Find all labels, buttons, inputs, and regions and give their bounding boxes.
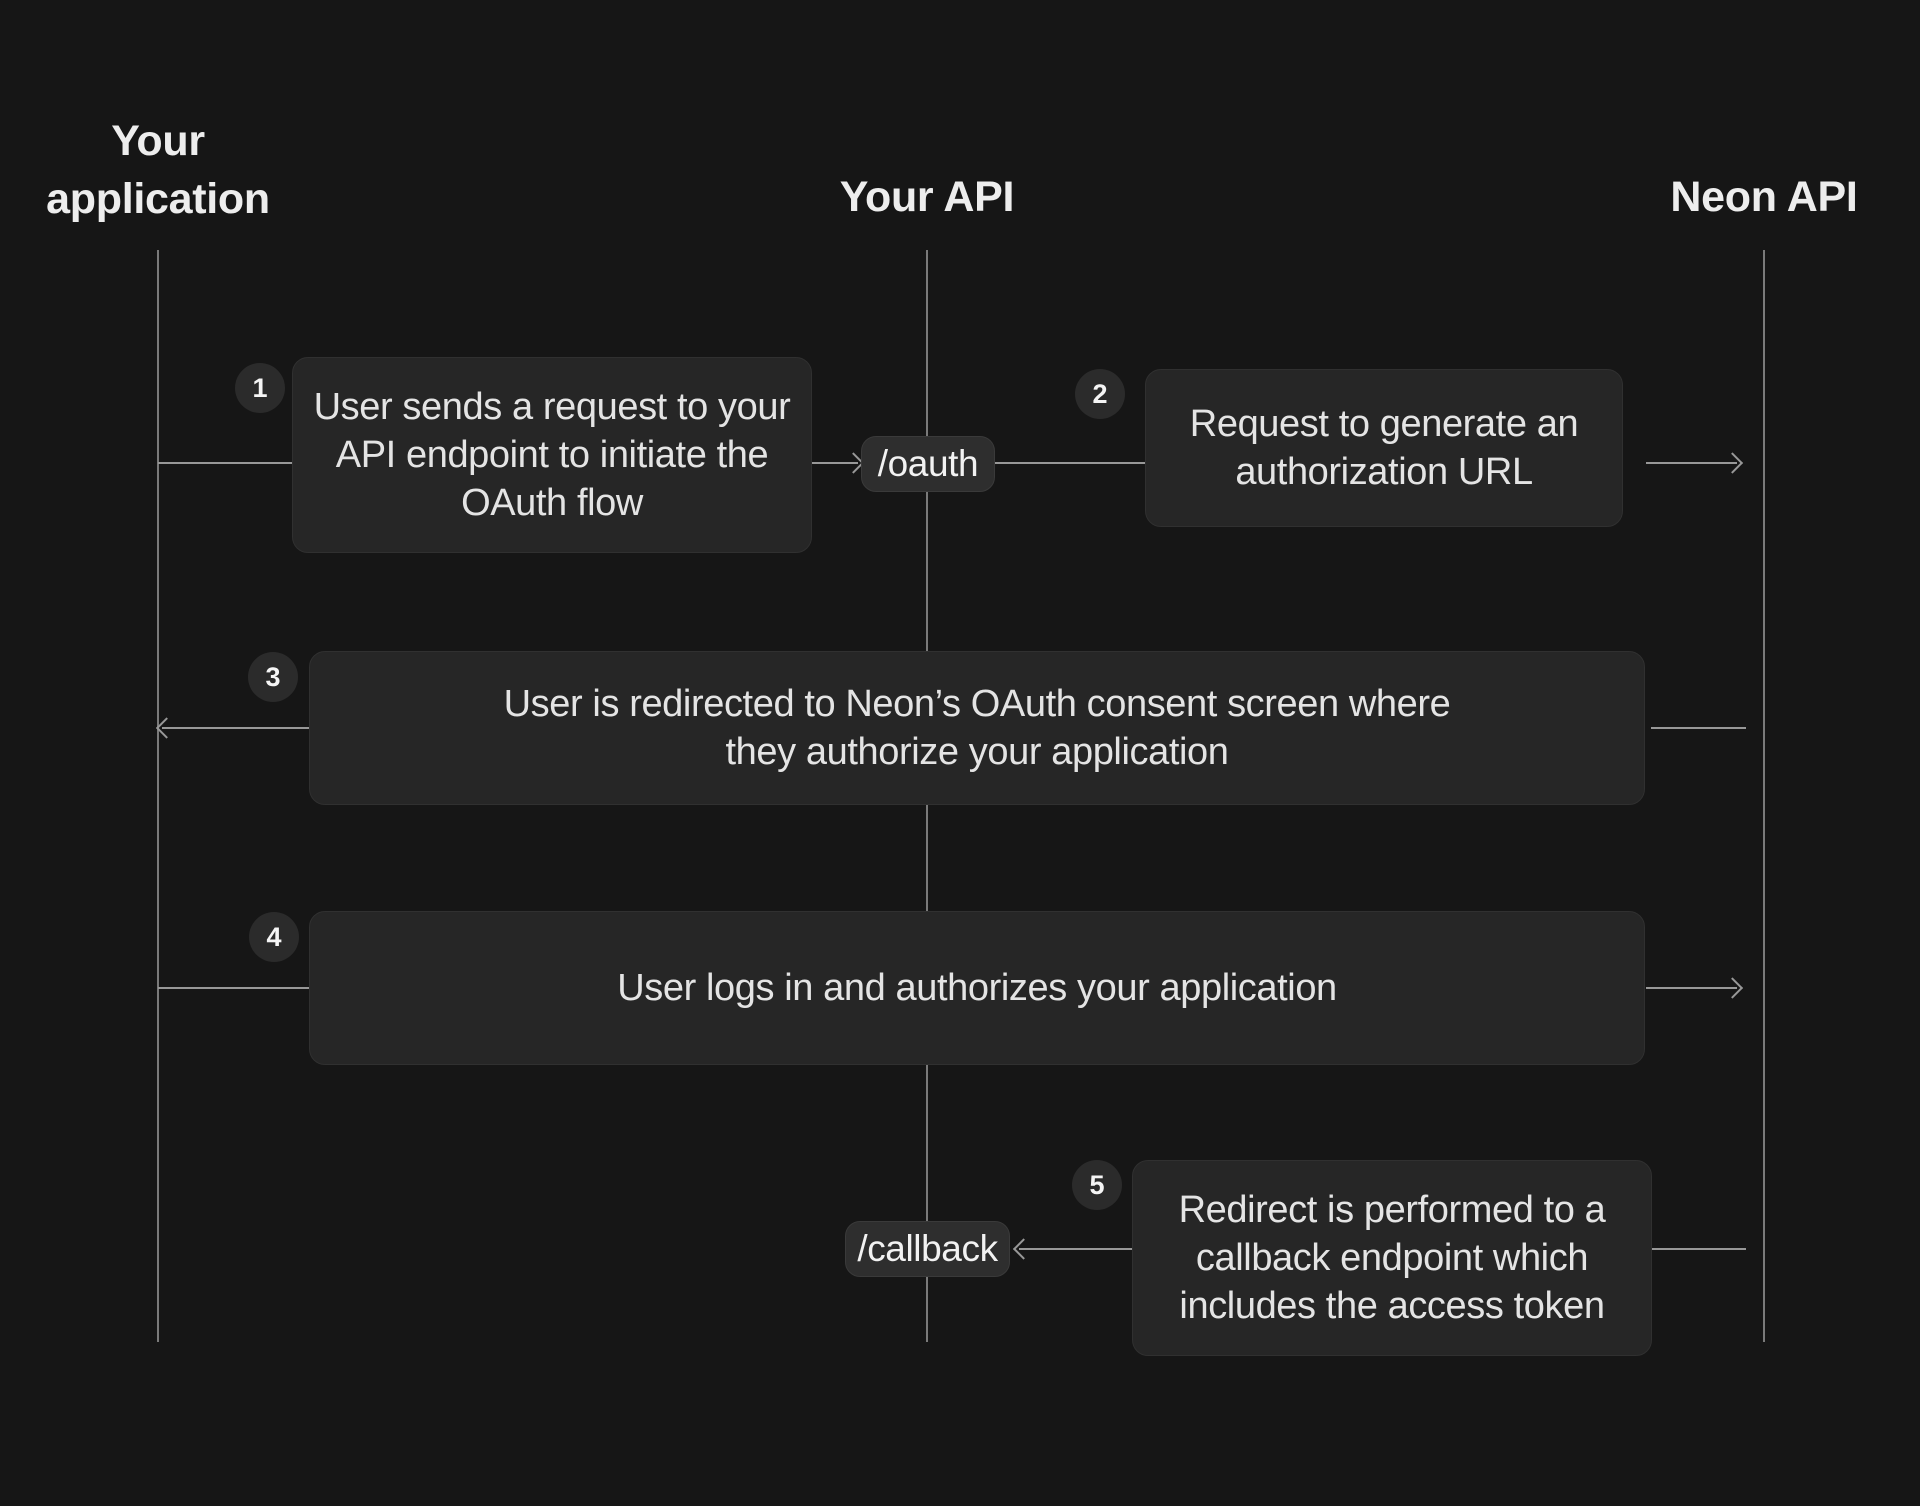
arrow-step3-to-application (155, 717, 309, 739)
arrow-step5-to-callback (1012, 1238, 1132, 1260)
note-step4: User logs in and authorizes your applica… (309, 911, 1645, 1065)
note-step3-line2: they authorize your application (725, 731, 1229, 773)
note-step5: Redirect is performed to a callback endp… (1132, 1160, 1652, 1356)
actor-your-application: Your application (8, 112, 308, 228)
arrow-step4-to-neon (1646, 977, 1744, 999)
oauth-endpoint-pill: /oauth (861, 436, 995, 492)
note-step3-line1: User is redirected to Neon’s OAuth conse… (503, 683, 1451, 725)
line-step5-from-neon (1651, 1248, 1746, 1250)
step5-badge: 5 (1072, 1160, 1122, 1210)
arrowhead-right-icon (1721, 452, 1744, 474)
note-step2: Request to generate an authorization URL (1145, 369, 1623, 527)
arrow-step1-to-oauth (812, 452, 865, 474)
arrowhead-right-icon (1721, 977, 1744, 999)
line-oauth-to-step2 (995, 462, 1145, 464)
actor-your-api: Your API (839, 173, 1015, 221)
actor-your-application-line: Your (111, 117, 205, 165)
note-step1-line2: API endpoint to initiate the (335, 434, 769, 476)
step2-badge: 2 (1075, 369, 1125, 419)
note-step1: User sends a request to your API endpoin… (292, 357, 812, 553)
line-step4-from-application (158, 987, 309, 989)
note-step3: User is redirected to Neon’s OAuth conse… (309, 651, 1645, 805)
arrow-step2-to-neon (1646, 452, 1744, 474)
note-step4-line1: User logs in and authorizes your applica… (617, 967, 1337, 1009)
arrowhead-left-icon (155, 717, 178, 739)
line-step3-from-neon (1651, 727, 1746, 729)
step1-badge: 1 (235, 363, 285, 413)
note-step5-line2: callback endpoint which (1195, 1237, 1589, 1279)
step4-badge: 4 (249, 912, 299, 962)
note-step2-line1: Request to generate an (1189, 403, 1579, 445)
lifeline-neon-api (1763, 250, 1765, 1342)
note-step2-line2: authorization URL (1235, 451, 1533, 493)
step3-badge: 3 (248, 652, 298, 702)
lifeline-your-application (157, 250, 159, 1342)
note-step5-line3: includes the access token (1179, 1285, 1605, 1327)
arrowhead-left-icon (1012, 1238, 1035, 1260)
line-step1-from-application (158, 462, 292, 464)
callback-endpoint-pill: /callback (845, 1221, 1010, 1277)
note-step5-line1: Redirect is performed to a (1178, 1189, 1606, 1231)
note-step1-line3: OAuth flow (461, 482, 643, 524)
actor-your-application-line: application (46, 175, 270, 223)
note-step1-line1: User sends a request to your (313, 386, 791, 428)
actor-neon-api: Neon API (1670, 173, 1858, 221)
